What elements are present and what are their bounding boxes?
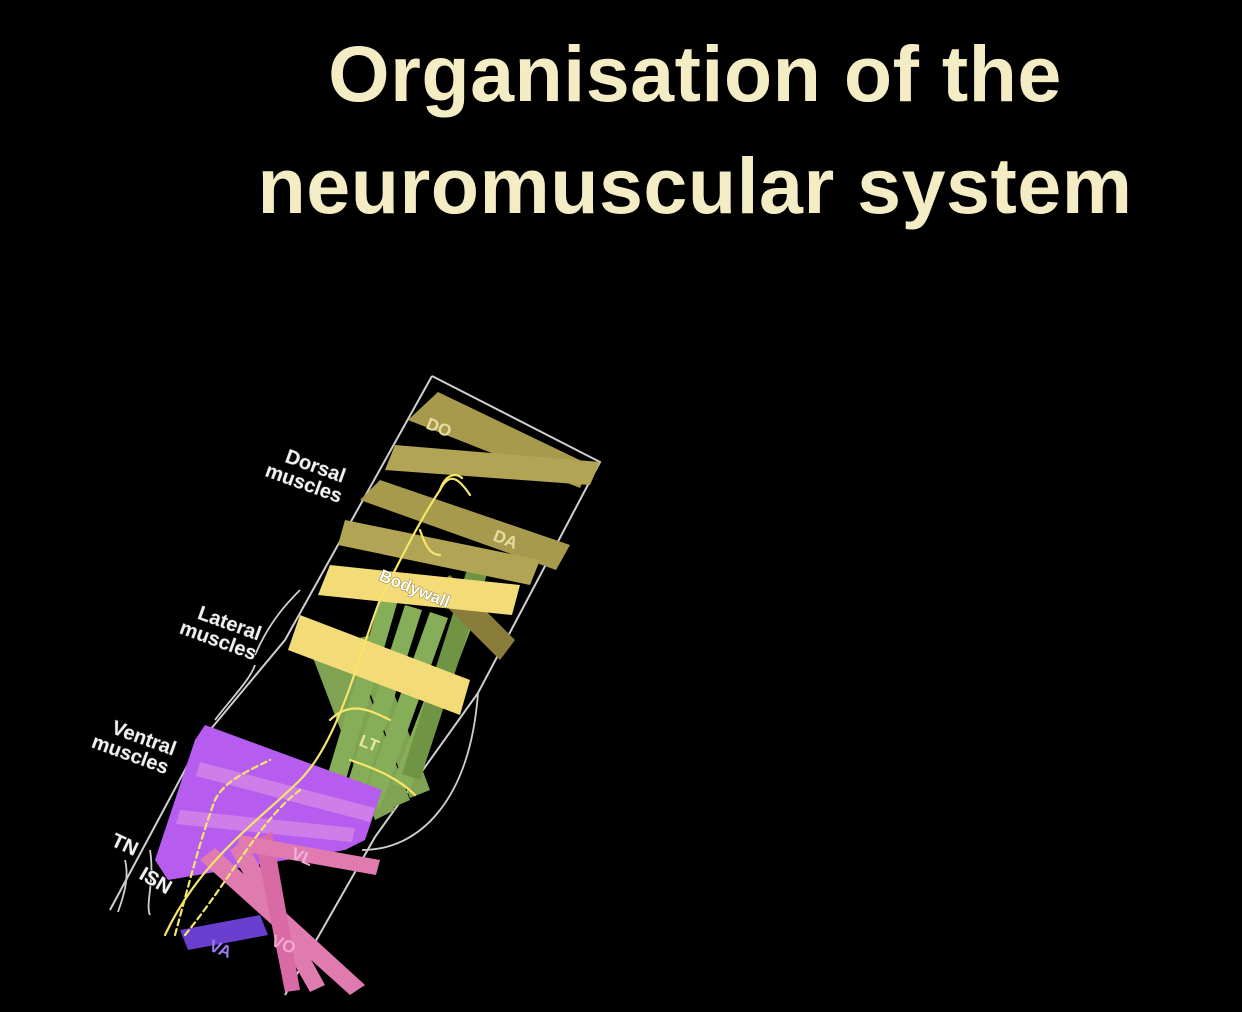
vl-muscle-band — [236, 835, 380, 875]
lateral-leader — [254, 589, 301, 656]
dorsal-label-group: Dorsal muscles — [262, 445, 349, 508]
title-line-2: neuromuscular system — [257, 141, 1133, 230]
lateral-bracket — [361, 692, 479, 851]
bodywall-muscle-2 — [288, 615, 470, 715]
tn-leader — [147, 849, 153, 916]
title-line-1: Organisation of the — [328, 29, 1062, 118]
slide-title: Organisation of the neuromuscular system — [150, 18, 1240, 242]
ventral-nerve-dashed — [183, 788, 302, 937]
bodywall-muscles — [288, 565, 520, 715]
isn-leader — [117, 859, 128, 913]
nerve-branches — [163, 474, 472, 937]
dorsal-muscle-4 — [338, 520, 540, 585]
ventral-muscle-sheet — [155, 725, 382, 880]
nerve-branch-1 — [438, 474, 464, 492]
dorsal-muscle-3 — [360, 480, 570, 570]
va-muscle — [180, 915, 268, 950]
ventral-label-group: Ventral muscles — [88, 716, 179, 779]
tn-label: TN — [108, 830, 141, 861]
ventral-oblique-muscles — [180, 832, 380, 995]
vo-muscle-3 — [255, 832, 300, 992]
ventral-leader — [214, 664, 256, 721]
nerve-branch-2 — [418, 528, 442, 557]
label-leaders — [117, 589, 479, 916]
lateral-muscle-6 — [362, 612, 448, 808]
lateral-label-group: Lateral muscles — [176, 602, 264, 666]
nerve-branch-3 — [328, 707, 392, 722]
nerve-branch-4 — [348, 758, 417, 797]
tn-nerve — [173, 758, 272, 937]
ventral-muscle-band-1 — [196, 762, 375, 822]
dorsal-muscle-2 — [385, 445, 600, 485]
bodywall-muscle-1 — [318, 565, 520, 615]
